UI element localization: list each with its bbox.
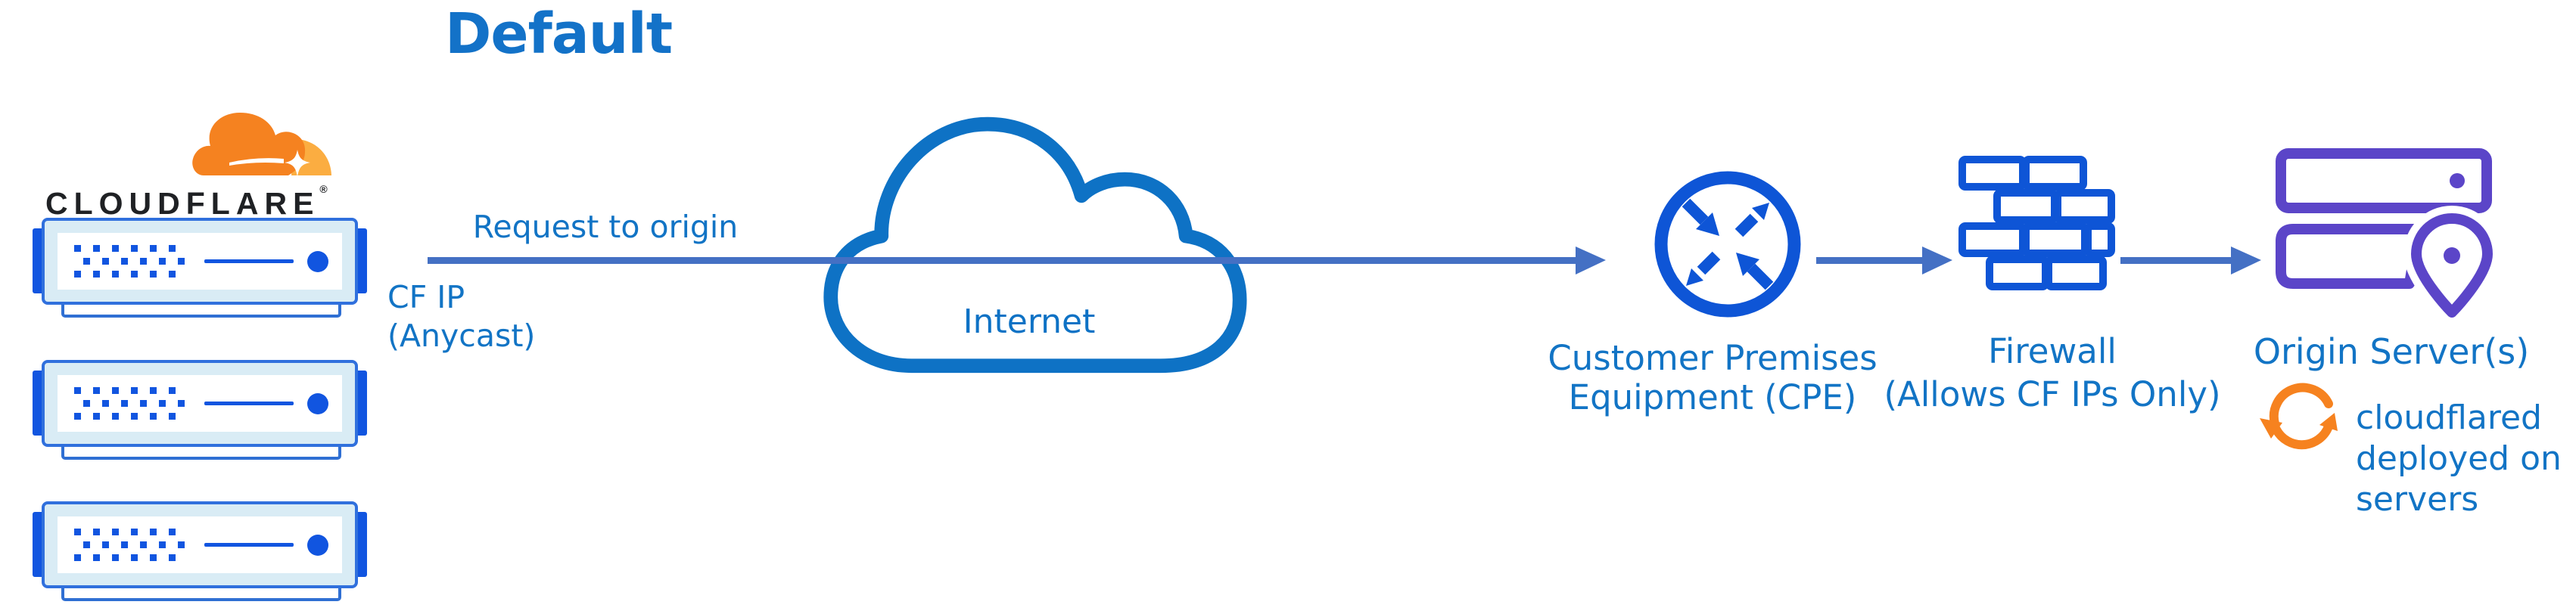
origin-servers-label: Origin Server(s) xyxy=(2253,331,2530,372)
registered-mark: ® xyxy=(319,183,328,195)
cpe-label: Customer Premises Equipment (CPE) xyxy=(1544,339,1881,417)
request-arrow xyxy=(428,247,1606,274)
cpe-label-line2: Equipment (CPE) xyxy=(1568,377,1857,417)
location-pin-icon xyxy=(2403,206,2497,320)
cloudflared-note-line1: cloudflared xyxy=(2356,398,2542,437)
edge-server-icon xyxy=(33,218,367,318)
cloudflared-note-line3: servers xyxy=(2356,480,2479,519)
page-title: Default xyxy=(445,2,673,67)
firewall-label-line1: Firewall xyxy=(1988,331,2117,371)
cf-ip-line1: CF IP xyxy=(387,279,465,315)
edge-server-icon xyxy=(33,360,367,460)
request-to-origin-label: Request to origin xyxy=(472,209,739,245)
firewall-label-line2: (Allows CF IPs Only) xyxy=(1884,374,2221,414)
cpe-router-icon xyxy=(1654,171,1801,318)
cloudflare-wordmark-text: CLOUDFLARE xyxy=(45,186,320,221)
cloudflare-logo-icon xyxy=(192,113,331,177)
cloudflared-sync-icon xyxy=(2260,383,2338,450)
origin-servers-icon xyxy=(2276,148,2497,320)
firewall-label: Firewall (Allows CF IPs Only) xyxy=(1881,330,2223,416)
firewall-to-origin-arrow xyxy=(2120,247,2261,274)
edge-server-icon xyxy=(33,501,367,601)
cpe-label-line1: Customer Premises xyxy=(1548,338,1878,378)
firewall-icon xyxy=(1958,156,2115,290)
cloudflared-note: cloudflared deployed on servers xyxy=(2356,398,2562,520)
cpe-to-firewall-arrow xyxy=(1816,247,1952,274)
cloudflared-note-line2: deployed on xyxy=(2356,439,2562,478)
cf-ip-anycast-label: CF IP (Anycast) xyxy=(387,278,535,355)
cf-ip-line2: (Anycast) xyxy=(387,318,536,354)
cloudflare-wordmark: CLOUDFLARE® xyxy=(45,183,328,222)
internet-cloud-icon xyxy=(823,116,1247,374)
internet-label: Internet xyxy=(963,302,1096,341)
